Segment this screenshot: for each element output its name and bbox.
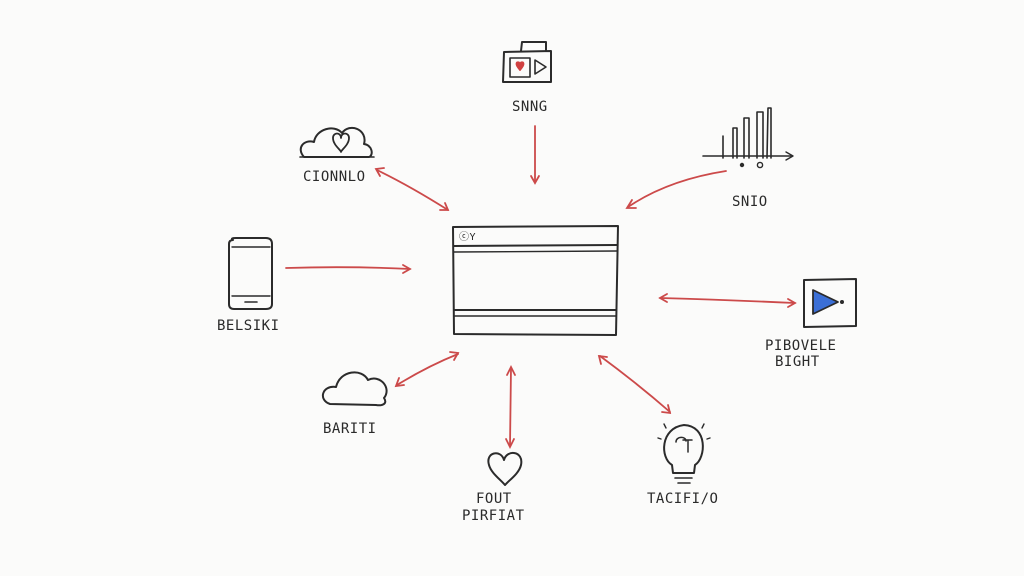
- node-bottom-left-label: BARITI: [323, 421, 377, 437]
- node-top-left-label: CIONNLO: [303, 169, 366, 185]
- cloud-heart-icon: [299, 126, 375, 158]
- node-right-label-line2: BIGHT: [775, 354, 820, 370]
- smartphone-icon: [228, 237, 273, 310]
- arrow-left: [285, 264, 412, 274]
- lightbulb-icon: [657, 423, 711, 484]
- node-right-label-line1: PIBOVELE: [765, 338, 836, 354]
- node-top: SNNG: [502, 41, 552, 115]
- node-top-right-label: SNIO: [732, 194, 768, 210]
- node-top-left: CIONNLO: [299, 126, 375, 185]
- node-bottom: FOUT PIRFIAT: [462, 452, 525, 524]
- arrow-bottom-left: [394, 351, 460, 388]
- arrow-top: [530, 125, 540, 185]
- center-window: ⓒY: [452, 225, 619, 336]
- arrow-bottom: [505, 364, 516, 450]
- node-bottom-right: TACIFI/O: [647, 423, 718, 507]
- heart-icon: [487, 452, 523, 486]
- node-left: BELSIKI: [217, 237, 280, 334]
- bar-chart-icon: [702, 107, 794, 169]
- node-top-label: SNNG: [512, 99, 548, 115]
- node-bottom-left: BARITI: [321, 371, 388, 437]
- node-bottom-right-label: TACIFI/O: [647, 491, 718, 507]
- connector-arrows: [285, 125, 797, 450]
- node-top-right: SNIO: [702, 107, 794, 210]
- arrow-top-left: [374, 167, 450, 211]
- media-player-icon: [502, 41, 552, 83]
- node-bottom-label-line1: FOUT: [476, 491, 512, 507]
- arrow-top-right: [625, 170, 727, 209]
- center-window-title: ⓒY: [459, 231, 476, 243]
- arrow-right: [658, 293, 797, 308]
- node-right: PIBOVELE BIGHT: [765, 278, 857, 370]
- play-button-icon: [803, 278, 857, 328]
- cloud-icon: [321, 371, 388, 407]
- node-bottom-label-line2: PIRFIAT: [462, 508, 525, 524]
- arrow-bottom-right: [597, 354, 672, 415]
- node-left-label: BELSIKI: [217, 318, 280, 334]
